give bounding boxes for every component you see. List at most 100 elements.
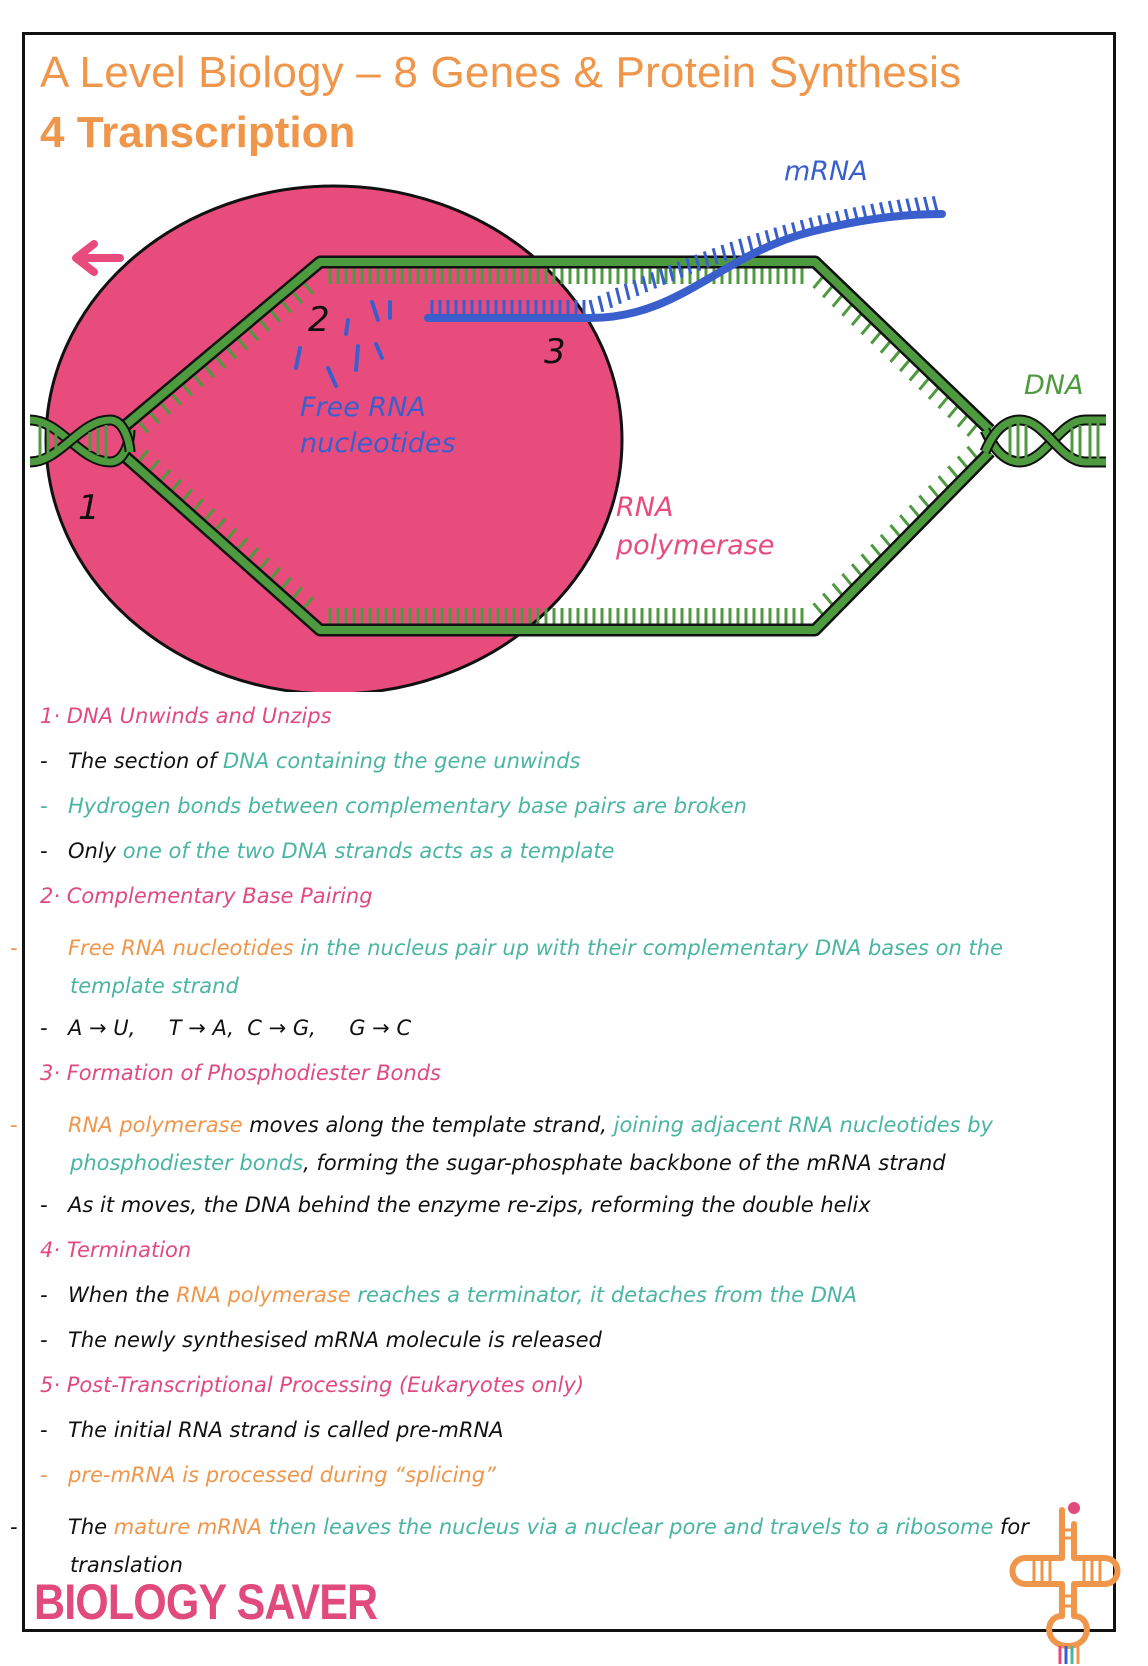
base-pair <box>738 238 746 256</box>
base-pair <box>268 566 282 581</box>
dna-label: DNA <box>1024 370 1084 401</box>
base-pair <box>588 299 596 317</box>
bullet-highlight: then leaves the nucleus via a nuclear po… <box>261 1515 896 1539</box>
base-pair <box>213 354 227 369</box>
base-pair <box>870 330 883 345</box>
bullet-text: The section of <box>68 749 223 773</box>
bullet-text: As it moves, the DNA behind the enzyme r… <box>68 1193 871 1217</box>
bullet-highlight: RNA polymerase <box>68 1113 243 1137</box>
list-item: -RNA polymerase moves along the template… <box>10 1113 993 1175</box>
list-item: -The initial RNA strand is called pre-mR… <box>40 1418 504 1442</box>
dna-helix-left <box>29 414 136 468</box>
logo-text: BIOLOGY SAVER <box>34 1574 378 1630</box>
base-pair <box>202 364 216 379</box>
base-pair <box>821 592 835 607</box>
base-pair <box>180 382 194 397</box>
bullet-text: A → U, T → A, C → G, G → C <box>68 1016 412 1040</box>
bullet-highlight: RNA polymerase <box>176 1283 351 1307</box>
base-pair <box>658 268 666 286</box>
base-pair <box>290 586 304 601</box>
base-pair <box>235 336 249 351</box>
list-item: -The section of DNA containing the gene … <box>40 749 581 773</box>
base-pair <box>937 475 950 490</box>
base-pair <box>922 196 930 214</box>
list-item: -Free RNA nucleotides in the nucleus pai… <box>10 936 1003 998</box>
base-pair <box>927 385 941 400</box>
base-pair <box>889 349 902 363</box>
page-subtitle: 4 Transcription <box>40 108 356 157</box>
polymerase-label: polymerase <box>616 530 775 561</box>
base-pair <box>301 596 315 611</box>
base-pair <box>246 327 260 342</box>
base-pair <box>191 373 205 388</box>
base-pair <box>821 284 835 299</box>
base-pair <box>947 404 960 419</box>
base-pair <box>850 312 864 327</box>
base-pair <box>224 345 238 360</box>
base-pair <box>729 241 737 259</box>
bullet-text: Only <box>68 839 123 863</box>
base-pair <box>158 468 172 483</box>
base-pair <box>720 244 728 262</box>
base-pair <box>908 504 921 519</box>
base-pair <box>268 308 282 323</box>
bullet-highlight: DNA containing the gene unwinds <box>222 749 581 773</box>
base-pair <box>850 563 864 578</box>
dna-template-strand <box>115 255 995 435</box>
bullet-highlight: Free RNA nucleotides <box>68 936 294 960</box>
free-rna-nucleotides <box>294 300 392 388</box>
base-pair <box>831 293 844 308</box>
base-pair <box>694 254 702 272</box>
dna-coding-strand <box>115 447 995 637</box>
list-item: -When the RNA polymerase reaches a termi… <box>40 1283 857 1307</box>
base-pair <box>812 275 825 290</box>
base-pair <box>812 602 825 617</box>
base-pair <box>290 290 304 305</box>
bullet-highlight: mature mRNA <box>113 1515 262 1539</box>
step-3-label: 3 <box>544 332 566 372</box>
base-pair <box>667 264 675 282</box>
base-pair <box>257 556 271 571</box>
left-arrow-icon <box>72 240 124 276</box>
base-pair <box>908 367 921 382</box>
base-pair <box>246 547 260 562</box>
base-pair <box>606 291 614 309</box>
base-pair <box>841 302 854 317</box>
bullet-highlight: reaches a terminator, it detaches from t… <box>350 1283 857 1307</box>
trna-icon <box>1009 1502 1121 1664</box>
base-pair <box>191 498 205 513</box>
notes-section: 1· DNA Unwinds and Unzips -The section o… <box>10 704 1090 1595</box>
base-pair <box>235 537 249 552</box>
rna-label: RNA <box>616 492 674 523</box>
base-pair <box>870 543 883 558</box>
bullet-text: , forming the sugar-phosphate backbone o… <box>303 1151 946 1175</box>
section-5-heading: 5· Post-Transcriptional Processing (Euka… <box>40 1373 585 1397</box>
base-pair <box>623 283 631 301</box>
bullet-text: The initial RNA strand is called pre-mRN… <box>68 1418 504 1442</box>
base-pair <box>702 251 710 268</box>
biology-saver-logo: BIOLOGY SAVER <box>34 1574 433 1630</box>
list-item: -The mature mRNA then leaves the nucleus… <box>10 1515 1029 1577</box>
base-pair <box>966 422 979 437</box>
section-3-heading: 3· Formation of Phosphodiester Bonds <box>40 1061 441 1085</box>
section-2-heading: 2· Complementary Base Pairing <box>40 884 373 908</box>
transcription-diagram <box>29 184 1106 692</box>
free-rna-label: Free RNA <box>300 392 426 423</box>
bullet-highlight: joining adjacent RNA nucleotides by phos… <box>70 1113 993 1175</box>
base-pair <box>169 478 183 493</box>
bullet-highlight: Hydrogen bonds between complementary bas… <box>68 794 747 818</box>
bullet-highlight: in the nucleus pair up with their comple… <box>70 936 1003 998</box>
base-pair <box>879 339 893 354</box>
bullet-text: The newly synthesised mRNA molecule is r… <box>68 1328 602 1352</box>
base-pair <box>879 533 893 548</box>
base-pair <box>841 572 854 587</box>
base-pair <box>279 576 293 591</box>
base-pair <box>158 401 172 416</box>
base-pair <box>711 247 719 265</box>
base-pair <box>301 280 315 295</box>
bullet-highlight: ribosome <box>895 1515 994 1539</box>
base-pair <box>632 279 640 297</box>
base-pair <box>202 508 216 522</box>
base-pair <box>966 445 979 460</box>
base-pair <box>956 455 970 470</box>
